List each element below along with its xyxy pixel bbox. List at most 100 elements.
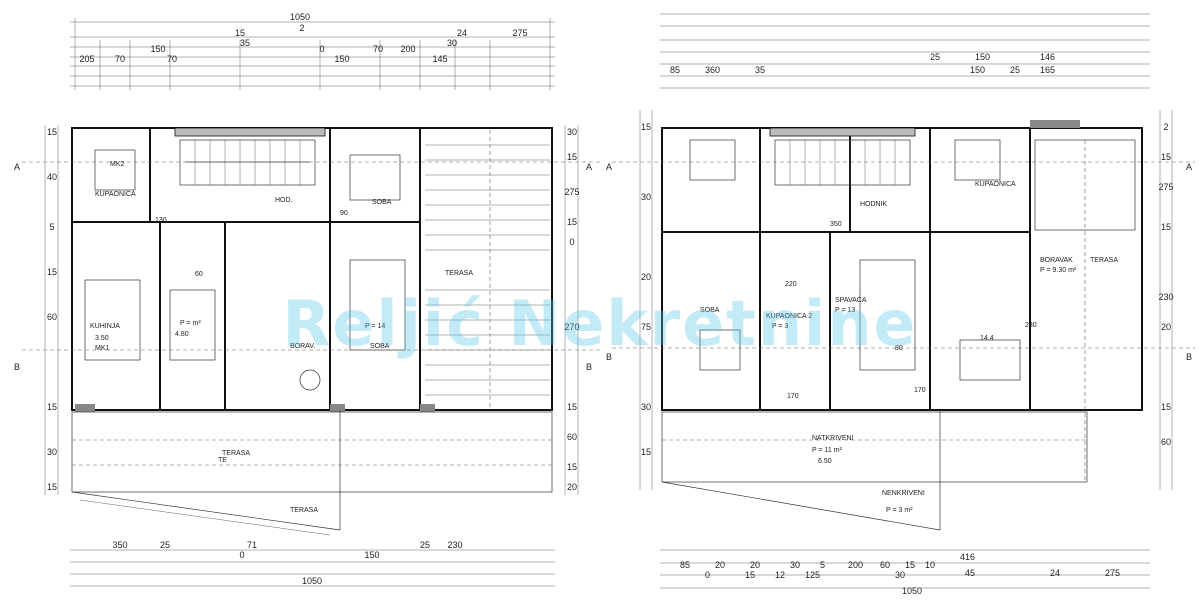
left-side-dim: 60 <box>47 312 57 322</box>
right-side-dim: 15 <box>567 462 577 472</box>
right-bottom-dim: 200 <box>848 560 863 570</box>
right-top-dim: 165 <box>1040 65 1055 75</box>
right-staircase <box>774 139 911 186</box>
left-bottom-dim: 350 <box>112 540 127 550</box>
right-bottom-dim: 12 <box>775 570 785 580</box>
section-marker: B <box>606 352 612 362</box>
watermark: Reljić Nekretnine <box>283 287 918 360</box>
room-label: NATKRIVENI <box>812 435 854 442</box>
left-bottom-dimension-lines: 350 25 0 71 150 25 230 1050 <box>70 540 555 587</box>
section-marker: A <box>1186 162 1192 172</box>
left-side-dim: 15 <box>47 267 57 277</box>
left-lower-terrace <box>71 410 553 536</box>
room-value: 170 <box>914 387 926 394</box>
right-side-dim: 20 <box>567 482 577 492</box>
room-sublabel: P = 14 <box>365 323 385 330</box>
room-label: TERASA <box>290 507 318 514</box>
left-top-dim: 30 <box>447 38 457 48</box>
right-bottom-dimension-lines: 85 20 20 30 5 200 60 15 10 45 24 275 0 1… <box>660 549 1150 596</box>
right-top-dimension-lines: 85 360 35 25 150 146 150 25 165 <box>660 13 1150 89</box>
right-bottom-dim: 275 <box>1105 568 1120 578</box>
right-bottom-dim: 60 <box>880 560 890 570</box>
section-marker: B <box>14 362 20 372</box>
right-floor-plan: 85 360 35 25 150 146 150 25 165 <box>606 13 1195 596</box>
section-marker: B <box>586 362 592 372</box>
room-value: 3.50 <box>95 335 109 342</box>
right-bottom-dim: 0 <box>705 570 710 580</box>
room-sublabel: P = m² <box>180 320 201 327</box>
left-top-dim: 150 <box>334 54 349 64</box>
room-label: SPAVAĆA <box>835 295 867 304</box>
room-label: TERASA <box>1090 257 1118 264</box>
right-top-dim: 146 <box>1040 52 1055 62</box>
room-label: KUPAONICA <box>975 181 1016 188</box>
left-top-dim: 200 <box>400 44 415 54</box>
left-top-dim: 150 <box>150 44 165 54</box>
room-label: KUHINJA <box>90 323 120 330</box>
left-top-dim: 0 <box>319 44 324 54</box>
right-plan-right-dim: 15 <box>1161 152 1171 162</box>
right-plan-left-dim: 20 <box>641 272 651 282</box>
room-value: 90 <box>340 210 348 217</box>
right-bottom-dim: 15 <box>745 570 755 580</box>
right-plan-right-dim: 2 <box>1163 122 1168 132</box>
room-value: 130 <box>155 217 167 224</box>
right-top-dim: 360 <box>705 65 720 75</box>
room-sublabel: P = 3 m² <box>886 507 913 514</box>
right-side-dim: 270 <box>564 322 579 332</box>
room-label: BORAVAK <box>1040 257 1073 264</box>
left-side-dim: 5 <box>49 222 54 232</box>
room-value: 220 <box>785 281 797 288</box>
room-label: SOBA <box>372 199 392 206</box>
right-bottom-dim: 20 <box>750 560 760 570</box>
right-side-dim: 15 <box>567 402 577 412</box>
right-top-dim: 25 <box>930 52 940 62</box>
section-marker: A <box>14 162 20 172</box>
room-label: NENKRIVENI <box>882 490 925 497</box>
right-bottom-dim: 15 <box>905 560 915 570</box>
room-sublabel: TE <box>218 457 227 464</box>
section-marker: B <box>1186 352 1192 362</box>
left-terrace-hatching <box>425 130 550 410</box>
right-bottom-dim: 10 <box>925 560 935 570</box>
right-bottom-dim: 20 <box>715 560 725 570</box>
right-side-dimension-lines: 15 30 20 75 30 15 2 15 275 15 230 20 15 … <box>639 110 1174 490</box>
room-label: TERASA <box>445 270 473 277</box>
room-value: 350 <box>830 221 842 228</box>
room-value: 14.4 <box>980 335 994 342</box>
section-marker: A <box>606 162 612 172</box>
room-label: SOBA <box>370 343 390 350</box>
right-top-dim: 150 <box>975 52 990 62</box>
room-label: SOBA <box>700 307 720 314</box>
left-top-dim: 70 <box>115 54 125 64</box>
right-side-dim: 0 <box>569 237 574 247</box>
right-bottom-dim: 5 <box>820 560 825 570</box>
room-value: 6.50 <box>818 458 832 465</box>
room-sublabel: P = 13 <box>835 307 855 314</box>
room-value: 80 <box>895 345 903 352</box>
left-top-dim: 35 <box>240 38 250 48</box>
right-side-dim: 60 <box>567 432 577 442</box>
right-bottom-dim: 125 <box>805 570 820 580</box>
room-sublabel: P = 9.30 m² <box>1040 267 1077 274</box>
left-top-dim: 145 <box>432 54 447 64</box>
left-top-dimension-lines: 1050 2 15 24 275 150 35 0 70 200 30 205 … <box>70 12 555 90</box>
right-side-dim: 15 <box>567 217 577 227</box>
right-bottom-dim: 85 <box>680 560 690 570</box>
left-bottom-dim: 25 <box>160 540 170 550</box>
left-side-dim: 30 <box>47 447 57 457</box>
right-bottom-dim: 24 <box>1050 568 1060 578</box>
room-label: KUPAONICA <box>95 191 136 198</box>
left-top-dim: 205 <box>79 54 94 64</box>
room-value: 170 <box>787 393 799 400</box>
left-top-dim: 2 <box>299 23 304 33</box>
right-side-dim: 275 <box>564 187 579 197</box>
right-plan-left-dim: 30 <box>641 192 651 202</box>
right-plan-right-dim: 15 <box>1161 222 1171 232</box>
right-bottom-dim: 416 <box>960 552 975 562</box>
right-plan-left-dim: 75 <box>641 322 651 332</box>
left-section-markers: A B A B <box>14 161 600 372</box>
left-bottom-dim: 150 <box>364 550 379 560</box>
room-label: BORAV. <box>290 343 315 350</box>
